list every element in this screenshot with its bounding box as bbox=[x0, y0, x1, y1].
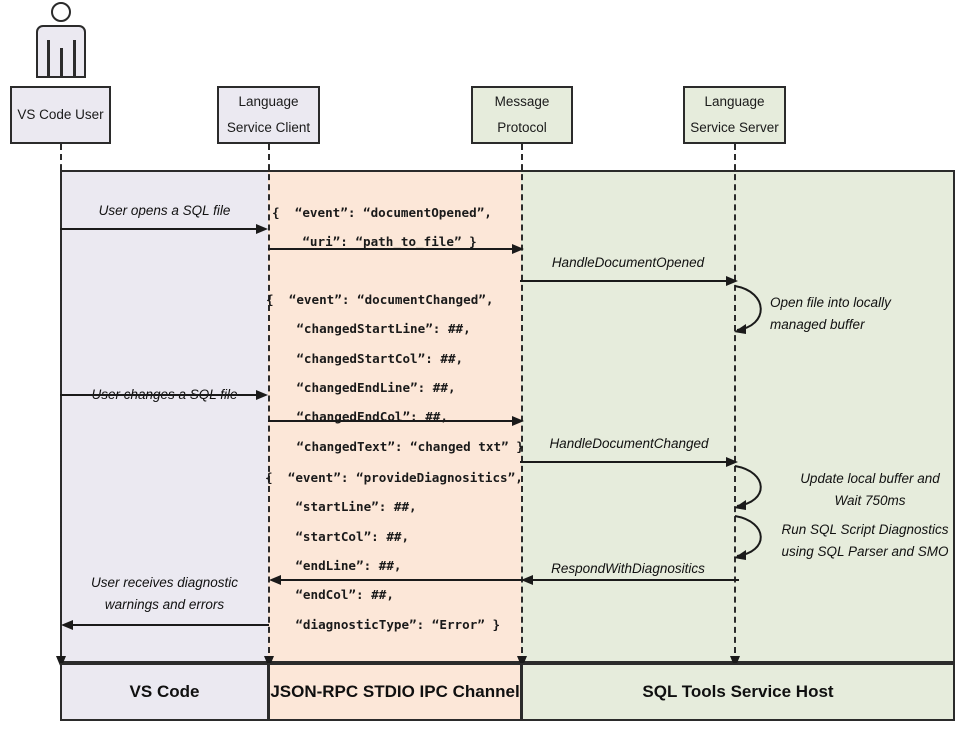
message-arrow-client-to-protocol-changed bbox=[268, 416, 524, 426]
message-arrow-client-to-protocol-opened bbox=[268, 244, 524, 254]
lifeline-terminator-message-protocol bbox=[517, 656, 527, 668]
lifeline-label-line1: VS Code User bbox=[17, 106, 104, 122]
actor-leg-gap-icon bbox=[60, 48, 63, 78]
band-vs-code bbox=[60, 170, 268, 663]
lifeline-terminator-language-service-client bbox=[264, 656, 274, 668]
lifeline-line-language-service-client bbox=[268, 144, 270, 663]
footer-cell-jsonrpc-ipc[interactable]: JSON-RPC STDIO IPC Channel bbox=[268, 663, 522, 721]
lifeline-header-vs-code-user[interactable]: VS Code User bbox=[10, 86, 111, 144]
lifeline-header-language-service-client[interactable]: Language Service Client bbox=[217, 86, 320, 144]
message-arrow-handle-document-changed bbox=[520, 457, 738, 467]
lifeline-line-message-protocol bbox=[521, 144, 523, 663]
lifeline-line-language-service-server bbox=[734, 144, 736, 663]
message-arrow-protocol-to-client-diagnostics bbox=[269, 575, 525, 585]
vs-code-user-actor bbox=[30, 0, 94, 80]
footer-label-vs-code: VS Code bbox=[129, 682, 200, 701]
lifeline-terminator-vs-code-user bbox=[56, 656, 66, 668]
self-loop-run-diagnostics bbox=[734, 515, 762, 560]
payload-document-opened: { “event”: “documentOpened”, “uri”: “pat… bbox=[272, 205, 492, 250]
lifeline-header-message-protocol[interactable]: Message Protocol bbox=[471, 86, 573, 144]
message-label-user-opens-file: User opens a SQL file bbox=[98, 203, 231, 218]
actor-arm-left-icon bbox=[47, 40, 50, 78]
message-arrow-respond-with-diagnostics bbox=[521, 575, 739, 585]
self-loop-open-file-buffer bbox=[734, 285, 762, 334]
message-label-handle-document-changed: HandleDocumentChanged bbox=[549, 436, 709, 451]
footer-cell-vs-code[interactable]: VS Code bbox=[60, 663, 269, 721]
band-service-host bbox=[521, 170, 955, 663]
payload-provide-diagnostics: { “event”: “provideDiagnositics”, “start… bbox=[265, 470, 523, 632]
footer-cell-sql-tools-host[interactable]: SQL Tools Service Host bbox=[521, 663, 955, 721]
note-open-file-buffer: Open file into locally managed buffer bbox=[770, 295, 891, 332]
footer-label-sql-tools-host: SQL Tools Service Host bbox=[642, 682, 834, 701]
lifeline-label-line1: Message bbox=[494, 93, 550, 109]
lifeline-label-line2: Service Client bbox=[226, 120, 311, 135]
lifeline-label-line2: Protocol bbox=[497, 120, 547, 135]
lifeline-terminator-language-service-server bbox=[730, 656, 740, 668]
message-arrow-user-changes-file bbox=[60, 390, 268, 400]
lifeline-line-vs-code-user bbox=[60, 144, 62, 663]
message-label-respond-with-diagnostics: RespondWithDiagnositics bbox=[551, 561, 705, 576]
self-loop-update-buffer-wait bbox=[734, 465, 762, 510]
message-arrow-user-opens-file bbox=[60, 224, 268, 234]
lifeline-header-language-service-server[interactable]: Language Service Server bbox=[683, 86, 786, 144]
note-update-buffer-wait: Update local buffer and Wait 750ms bbox=[800, 471, 940, 508]
lifeline-label-line2: Service Server bbox=[690, 120, 779, 135]
payload-document-changed: { “event”: “documentChanged”, “changedSt… bbox=[266, 292, 524, 454]
footer-label-jsonrpc-ipc: JSON-RPC STDIO IPC Channel bbox=[270, 682, 520, 701]
lifeline-label-line1: Language bbox=[238, 93, 299, 109]
message-arrow-handle-document-opened bbox=[520, 276, 738, 286]
message-label-user-receives-diagnostics: User receives diagnostic warnings and er… bbox=[90, 575, 239, 612]
lifeline-label-line1: Language bbox=[704, 93, 765, 109]
actor-head-icon bbox=[51, 2, 71, 22]
note-run-diagnostics: Run SQL Script Diagnostics using SQL Par… bbox=[781, 522, 949, 559]
actor-arm-right-icon bbox=[73, 40, 76, 78]
message-arrow-user-receives-diagnostics bbox=[61, 620, 269, 630]
message-label-handle-document-opened: HandleDocumentOpened bbox=[551, 255, 705, 270]
